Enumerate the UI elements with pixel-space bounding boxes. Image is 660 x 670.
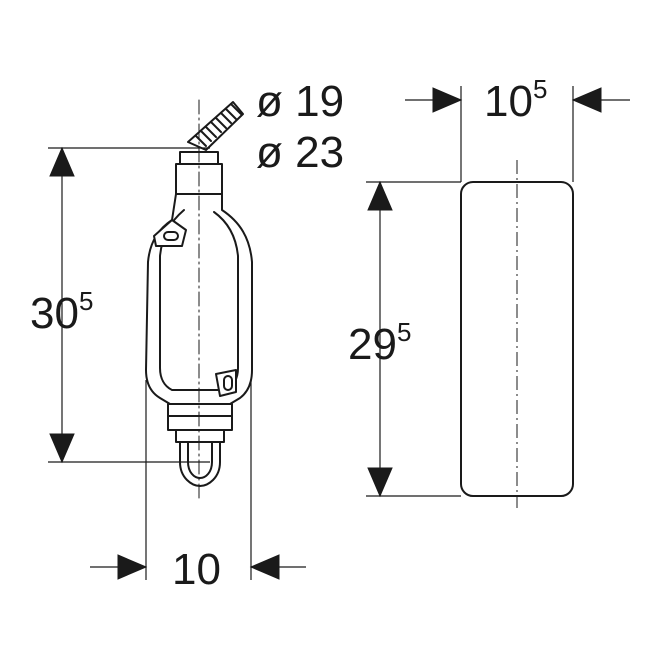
right-width-arrow-left — [432, 87, 463, 113]
right-height-dimension — [366, 180, 461, 498]
left-width-arrow-left — [117, 554, 148, 580]
right-clip-slot — [223, 375, 233, 391]
right-width-arrow-right — [571, 87, 602, 113]
bottom-nipple — [179, 441, 221, 487]
right-height-label: 295 — [348, 317, 411, 369]
cover-plate-drawing — [460, 160, 574, 508]
valve-body-drawing — [145, 99, 253, 501]
right-height-arrow-bottom — [367, 467, 393, 498]
pipe-diameter-large-label: ø 23 — [256, 128, 344, 177]
right-width-dimension — [405, 86, 630, 182]
left-width-label: 10 — [172, 545, 221, 594]
left-height-arrow-top — [49, 146, 75, 177]
left-height-label: 305 — [30, 286, 93, 338]
left-width-dimension — [90, 380, 306, 580]
threaded-nozzle — [187, 101, 244, 151]
left-clip-slot — [163, 231, 179, 241]
pipe-diameter-small-label: ø 19 — [256, 77, 344, 126]
right-height-arrow-top — [367, 180, 393, 211]
bottom-connector-ring — [175, 429, 225, 443]
left-width-arrow-right — [249, 554, 280, 580]
left-height-arrow-bottom — [49, 433, 75, 464]
left-height-dimension — [48, 146, 210, 464]
right-width-label: 105 — [484, 74, 547, 126]
